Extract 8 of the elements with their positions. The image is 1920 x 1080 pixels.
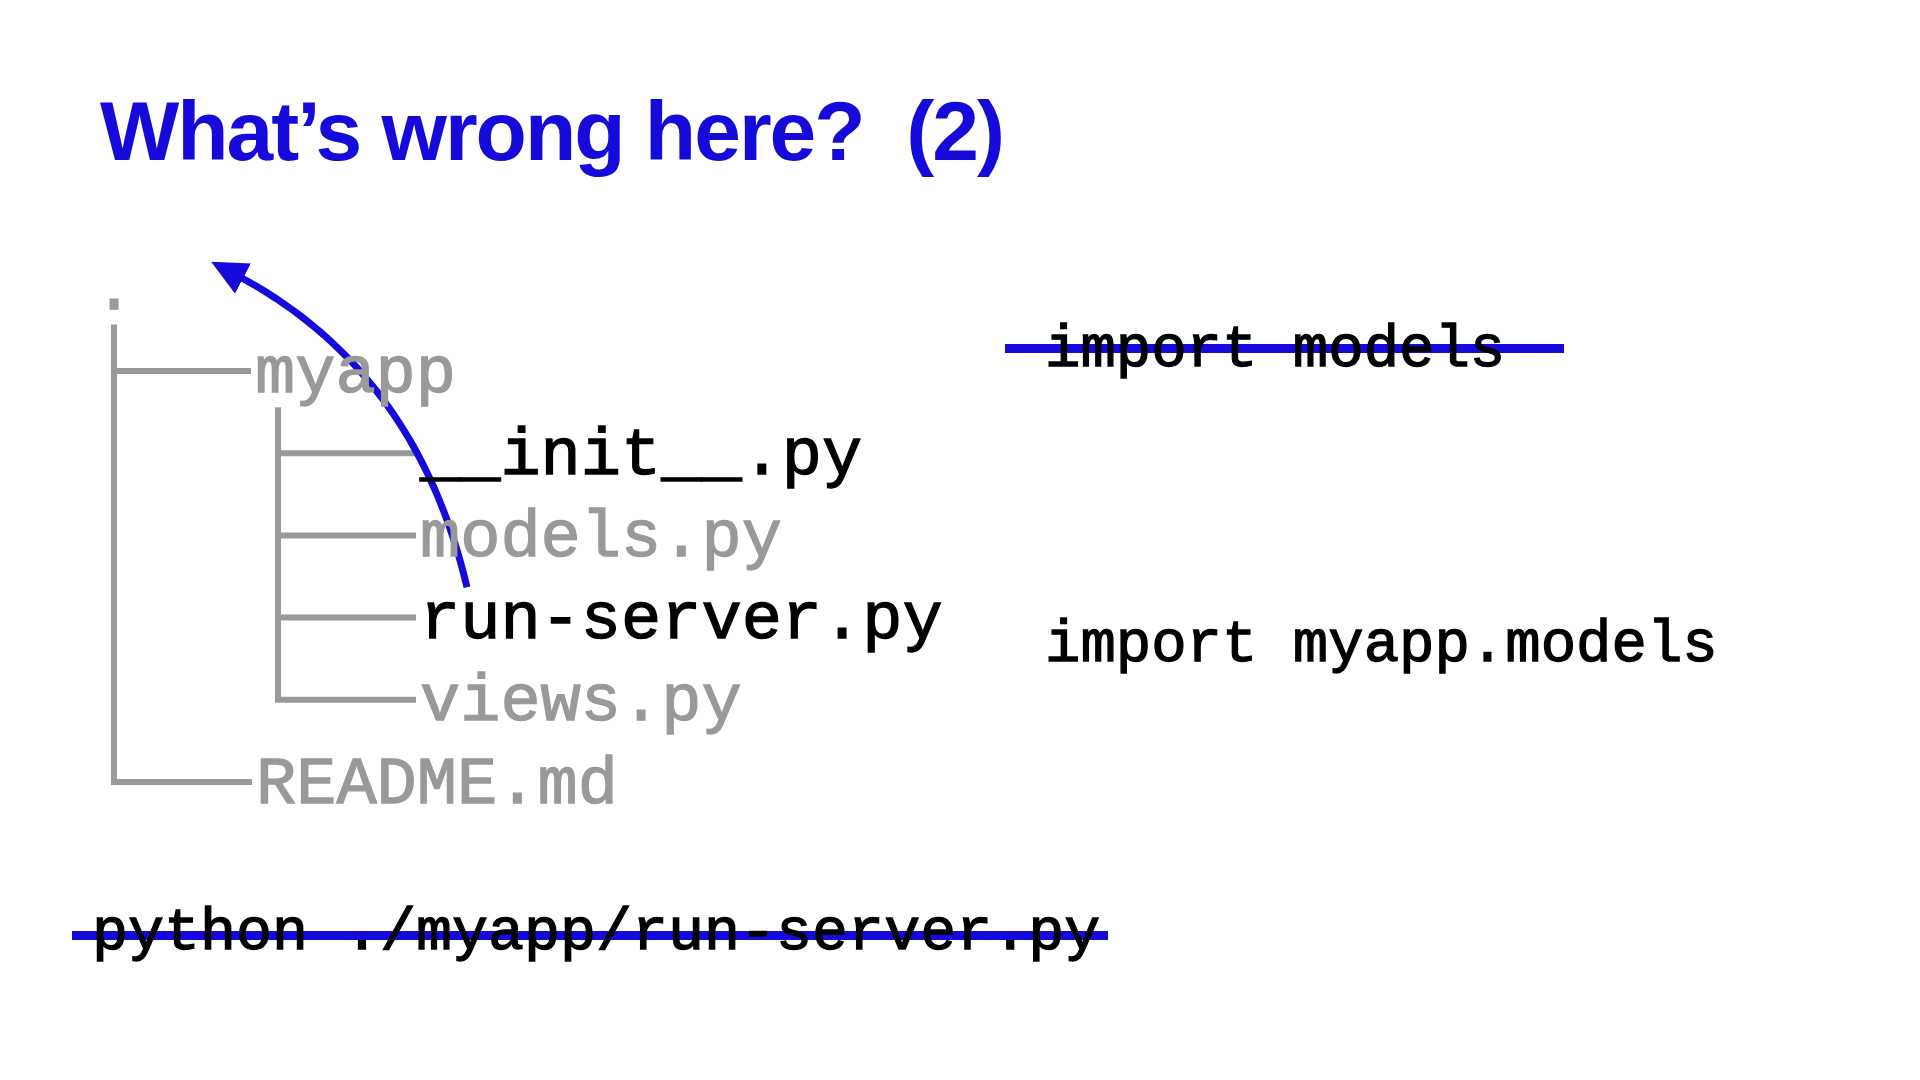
file-name: run-server.py: [420, 587, 943, 655]
tree-connector: [275, 407, 416, 703]
tree-connector: [111, 324, 252, 785]
code-line: import myapp.models: [1045, 615, 1718, 675]
file-name: README.md: [256, 751, 618, 819]
file-name: views.py: [420, 669, 742, 737]
file-name: __init__.py: [420, 422, 863, 490]
tree-root-dot: .: [94, 257, 135, 325]
